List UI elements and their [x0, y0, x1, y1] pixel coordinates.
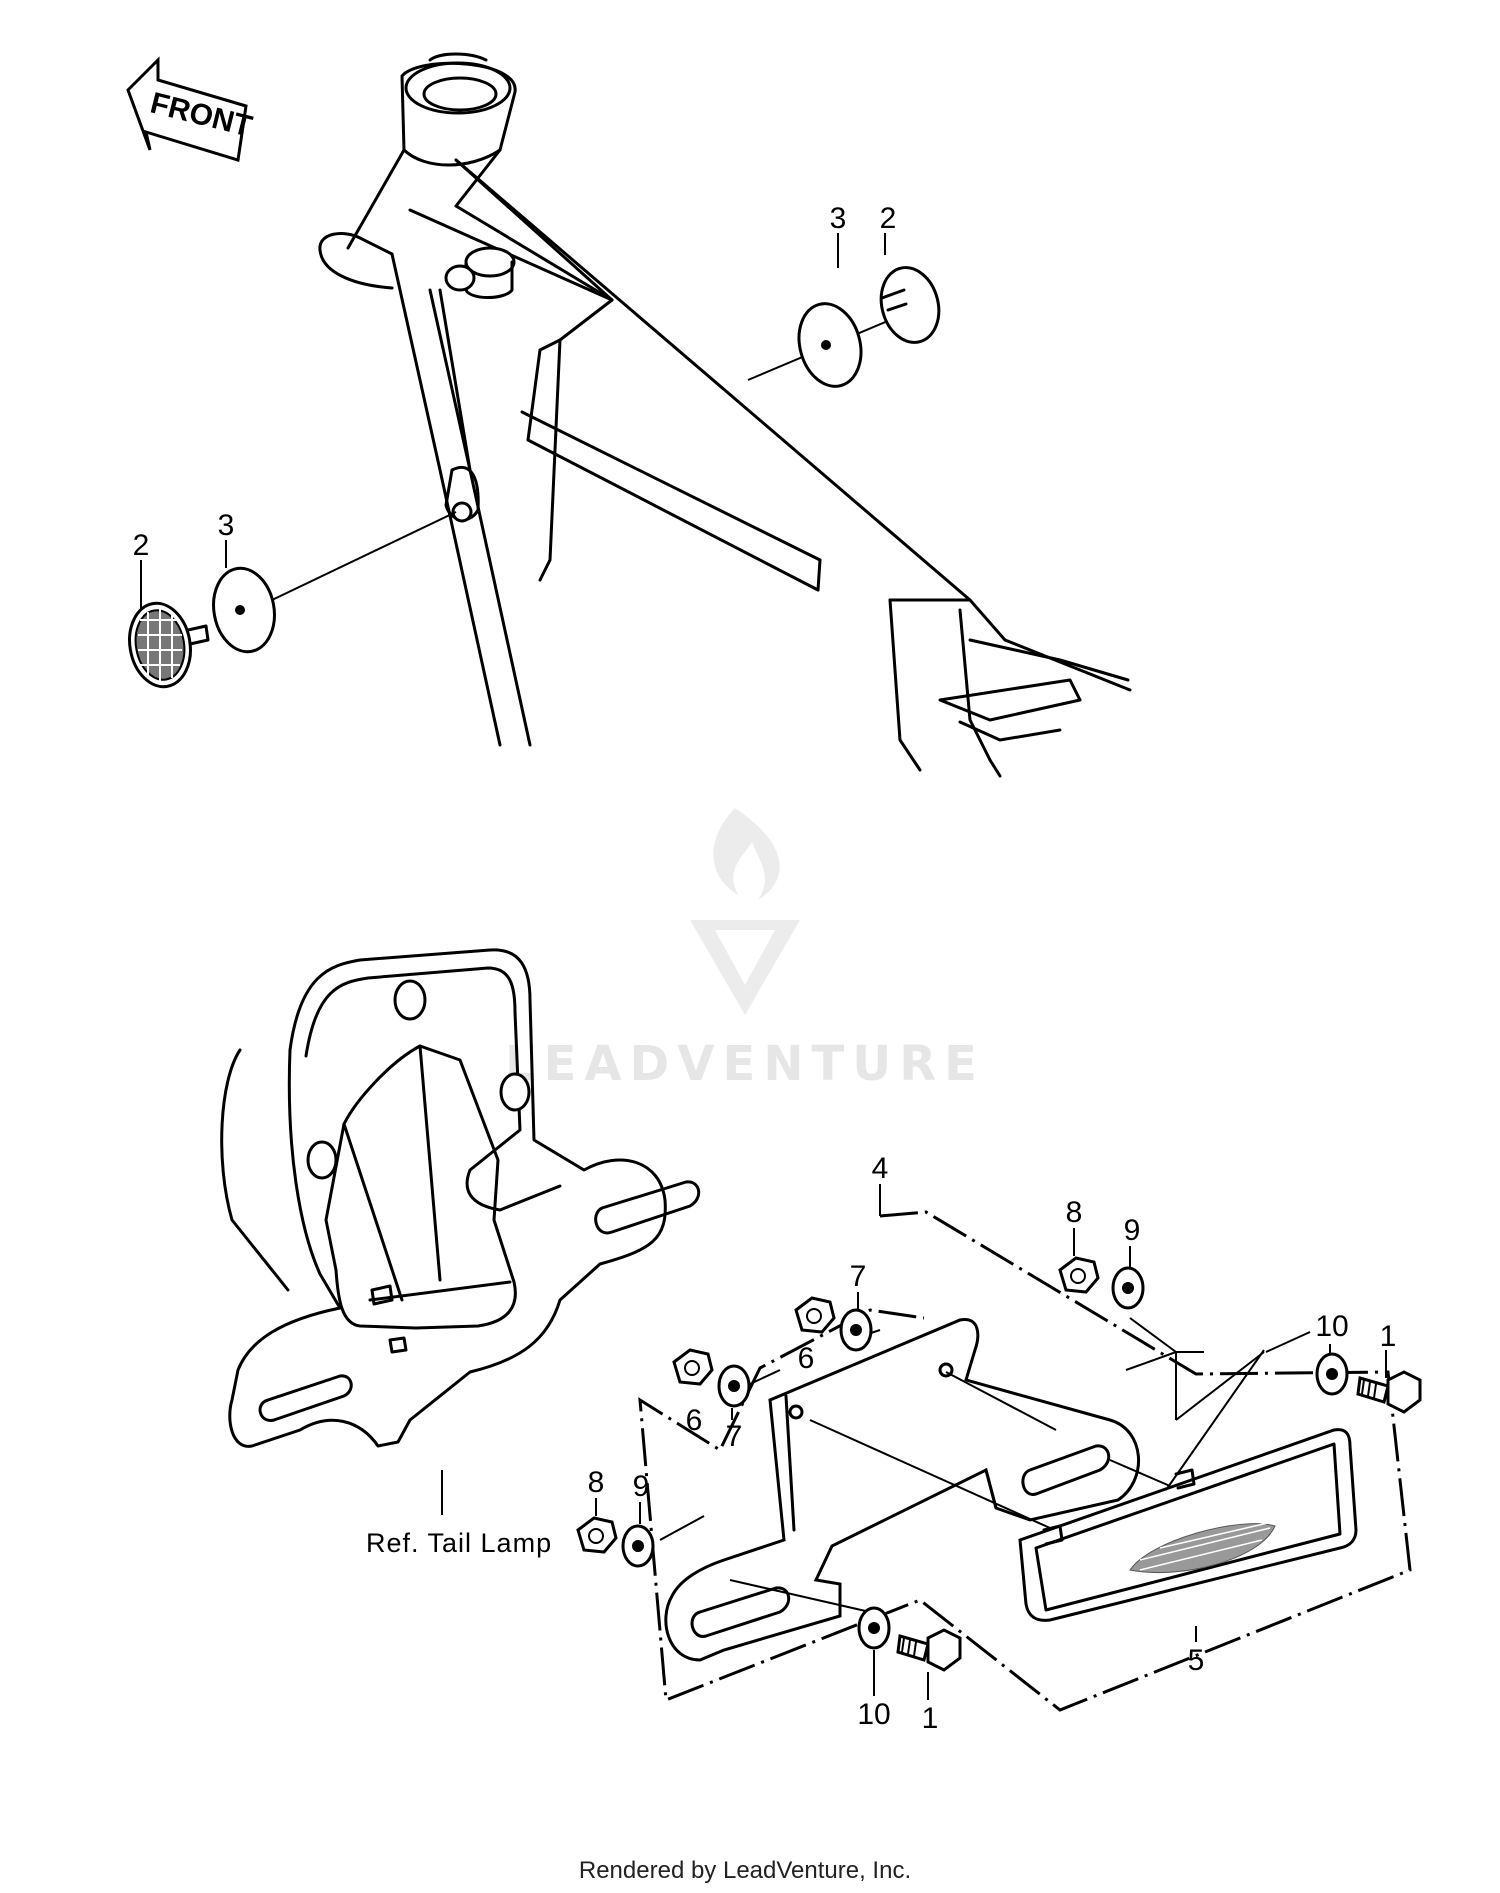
watermark-text: LEADVENTURE: [505, 1036, 985, 1092]
watermark-logo: LEADVENTURE: [505, 808, 985, 1092]
front-arrow-icon: FRONT: [126, 56, 255, 162]
callout-2-left: 2: [133, 529, 150, 562]
callout-10-right: 10: [1315, 1310, 1348, 1343]
washer-9-upper-icon: [1111, 1266, 1145, 1310]
washer-10-bottom-icon: [857, 1606, 891, 1650]
assembly-outline-4: [638, 1210, 1412, 1712]
callout-8-upper: 8: [1066, 1196, 1083, 1229]
callout-4: 4: [872, 1152, 889, 1185]
footer-credit: Rendered by LeadVenture, Inc.: [579, 1857, 911, 1884]
reflector-left-icon: [128, 566, 276, 689]
washer-9-lower-icon: [621, 1524, 655, 1568]
callout-1-bottom: 1: [922, 1702, 939, 1735]
callout-2-right: 2: [880, 202, 897, 235]
rear-reflector-icon: [1018, 1428, 1358, 1622]
washer-7-b-icon: [717, 1364, 751, 1408]
license-bracket: [664, 1318, 1140, 1662]
callout-3-right: 3: [830, 202, 847, 235]
frame-drawing: [318, 52, 1132, 778]
callout-9-upper: 9: [1124, 1214, 1141, 1247]
washer-10-right-icon: [1315, 1352, 1349, 1396]
callout-7-b: 7: [726, 1420, 743, 1453]
callout-5: 5: [1188, 1644, 1205, 1677]
callout-6-a: 6: [798, 1342, 815, 1375]
callout-6-b: 6: [686, 1404, 703, 1437]
callout-8-lower: 8: [588, 1466, 605, 1499]
tail-lamp-housing: [220, 948, 701, 1448]
nut-8-lower-icon: [576, 1516, 618, 1554]
callout-1-right: 1: [1380, 1320, 1397, 1353]
washer-7-a-icon: [839, 1308, 873, 1352]
ref-tail-lamp-label: Ref. Tail Lamp: [366, 1528, 552, 1558]
callout-7-a: 7: [850, 1260, 867, 1293]
nut-8-upper-icon: [1058, 1256, 1100, 1294]
nut-6-a-icon: [794, 1296, 836, 1334]
bolt-1-bottom-icon: [896, 1628, 962, 1672]
bolt-1-right-icon: [1356, 1370, 1422, 1414]
reflector-right-icon: [797, 266, 941, 388]
callout-9-lower: 9: [633, 1470, 650, 1503]
callout-3-left: 3: [218, 509, 235, 542]
leader-left-reflector: [271, 511, 457, 601]
callout-10-bottom: 10: [857, 1698, 890, 1731]
nut-6-b-icon: [672, 1348, 714, 1386]
